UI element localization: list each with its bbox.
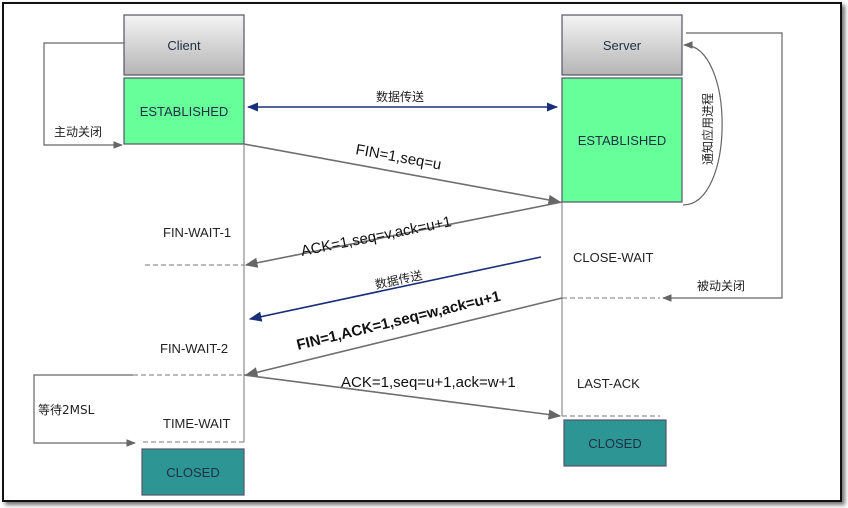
server-header-box [561, 14, 683, 76]
notify-app-arrow [682, 41, 723, 206]
last-ack-label: LAST-ACK [577, 376, 640, 391]
passive-close-label: 被动关闭 [697, 279, 745, 293]
ack2-label: ACK=1,seq=u+1,ack=w+1 [341, 374, 516, 391]
active-close-label: 主动关闭 [54, 125, 102, 139]
active-close-arrow [43, 42, 124, 149]
wait-2msl-arrow [33, 374, 136, 447]
data-transfer-label-1: 数据传送 [376, 89, 424, 104]
fin-label: FIN=1,seq=u [354, 141, 442, 173]
server-closed-box [563, 419, 667, 467]
time-wait-label: TIME-WAIT [163, 416, 230, 431]
server-established-box [561, 77, 683, 203]
ack1-label: ACK=1,seq=v,ack=u+1 [299, 213, 453, 260]
client-title: Client [167, 38, 201, 53]
client-established-label: ESTABLISHED [140, 104, 229, 119]
server-column: Server ESTABLISHED CLOSED [561, 14, 683, 467]
fin-wait-2-label: FIN-WAIT-2 [160, 341, 228, 356]
server-established-label: ESTABLISHED [578, 133, 667, 148]
fin-ack-arrow [244, 297, 563, 378]
ack1-arrow [244, 201, 563, 268]
ack2-arrow [243, 374, 562, 420]
client-closed-label: CLOSED [166, 465, 219, 480]
client-column: Client ESTABLISHED CLOSED [123, 14, 245, 496]
notify-app-label: 通知应用进程 [700, 93, 715, 165]
fin-arrow [243, 143, 562, 205]
close-wait-label: CLOSE-WAIT [573, 250, 653, 265]
server-closed-label: CLOSED [588, 436, 641, 451]
data-transfer-arrow-2 [248, 256, 542, 322]
server-title: Server [603, 38, 642, 53]
client-closed-box [141, 448, 245, 496]
client-header-box [123, 14, 245, 76]
wait-2msl-label: 等待2MSL [38, 403, 95, 417]
data-transfer-label-2: 数据传送 [374, 267, 424, 292]
passive-close-arrow [662, 32, 783, 302]
client-established-box [123, 77, 245, 145]
fin-wait-1-label: FIN-WAIT-1 [163, 225, 231, 240]
